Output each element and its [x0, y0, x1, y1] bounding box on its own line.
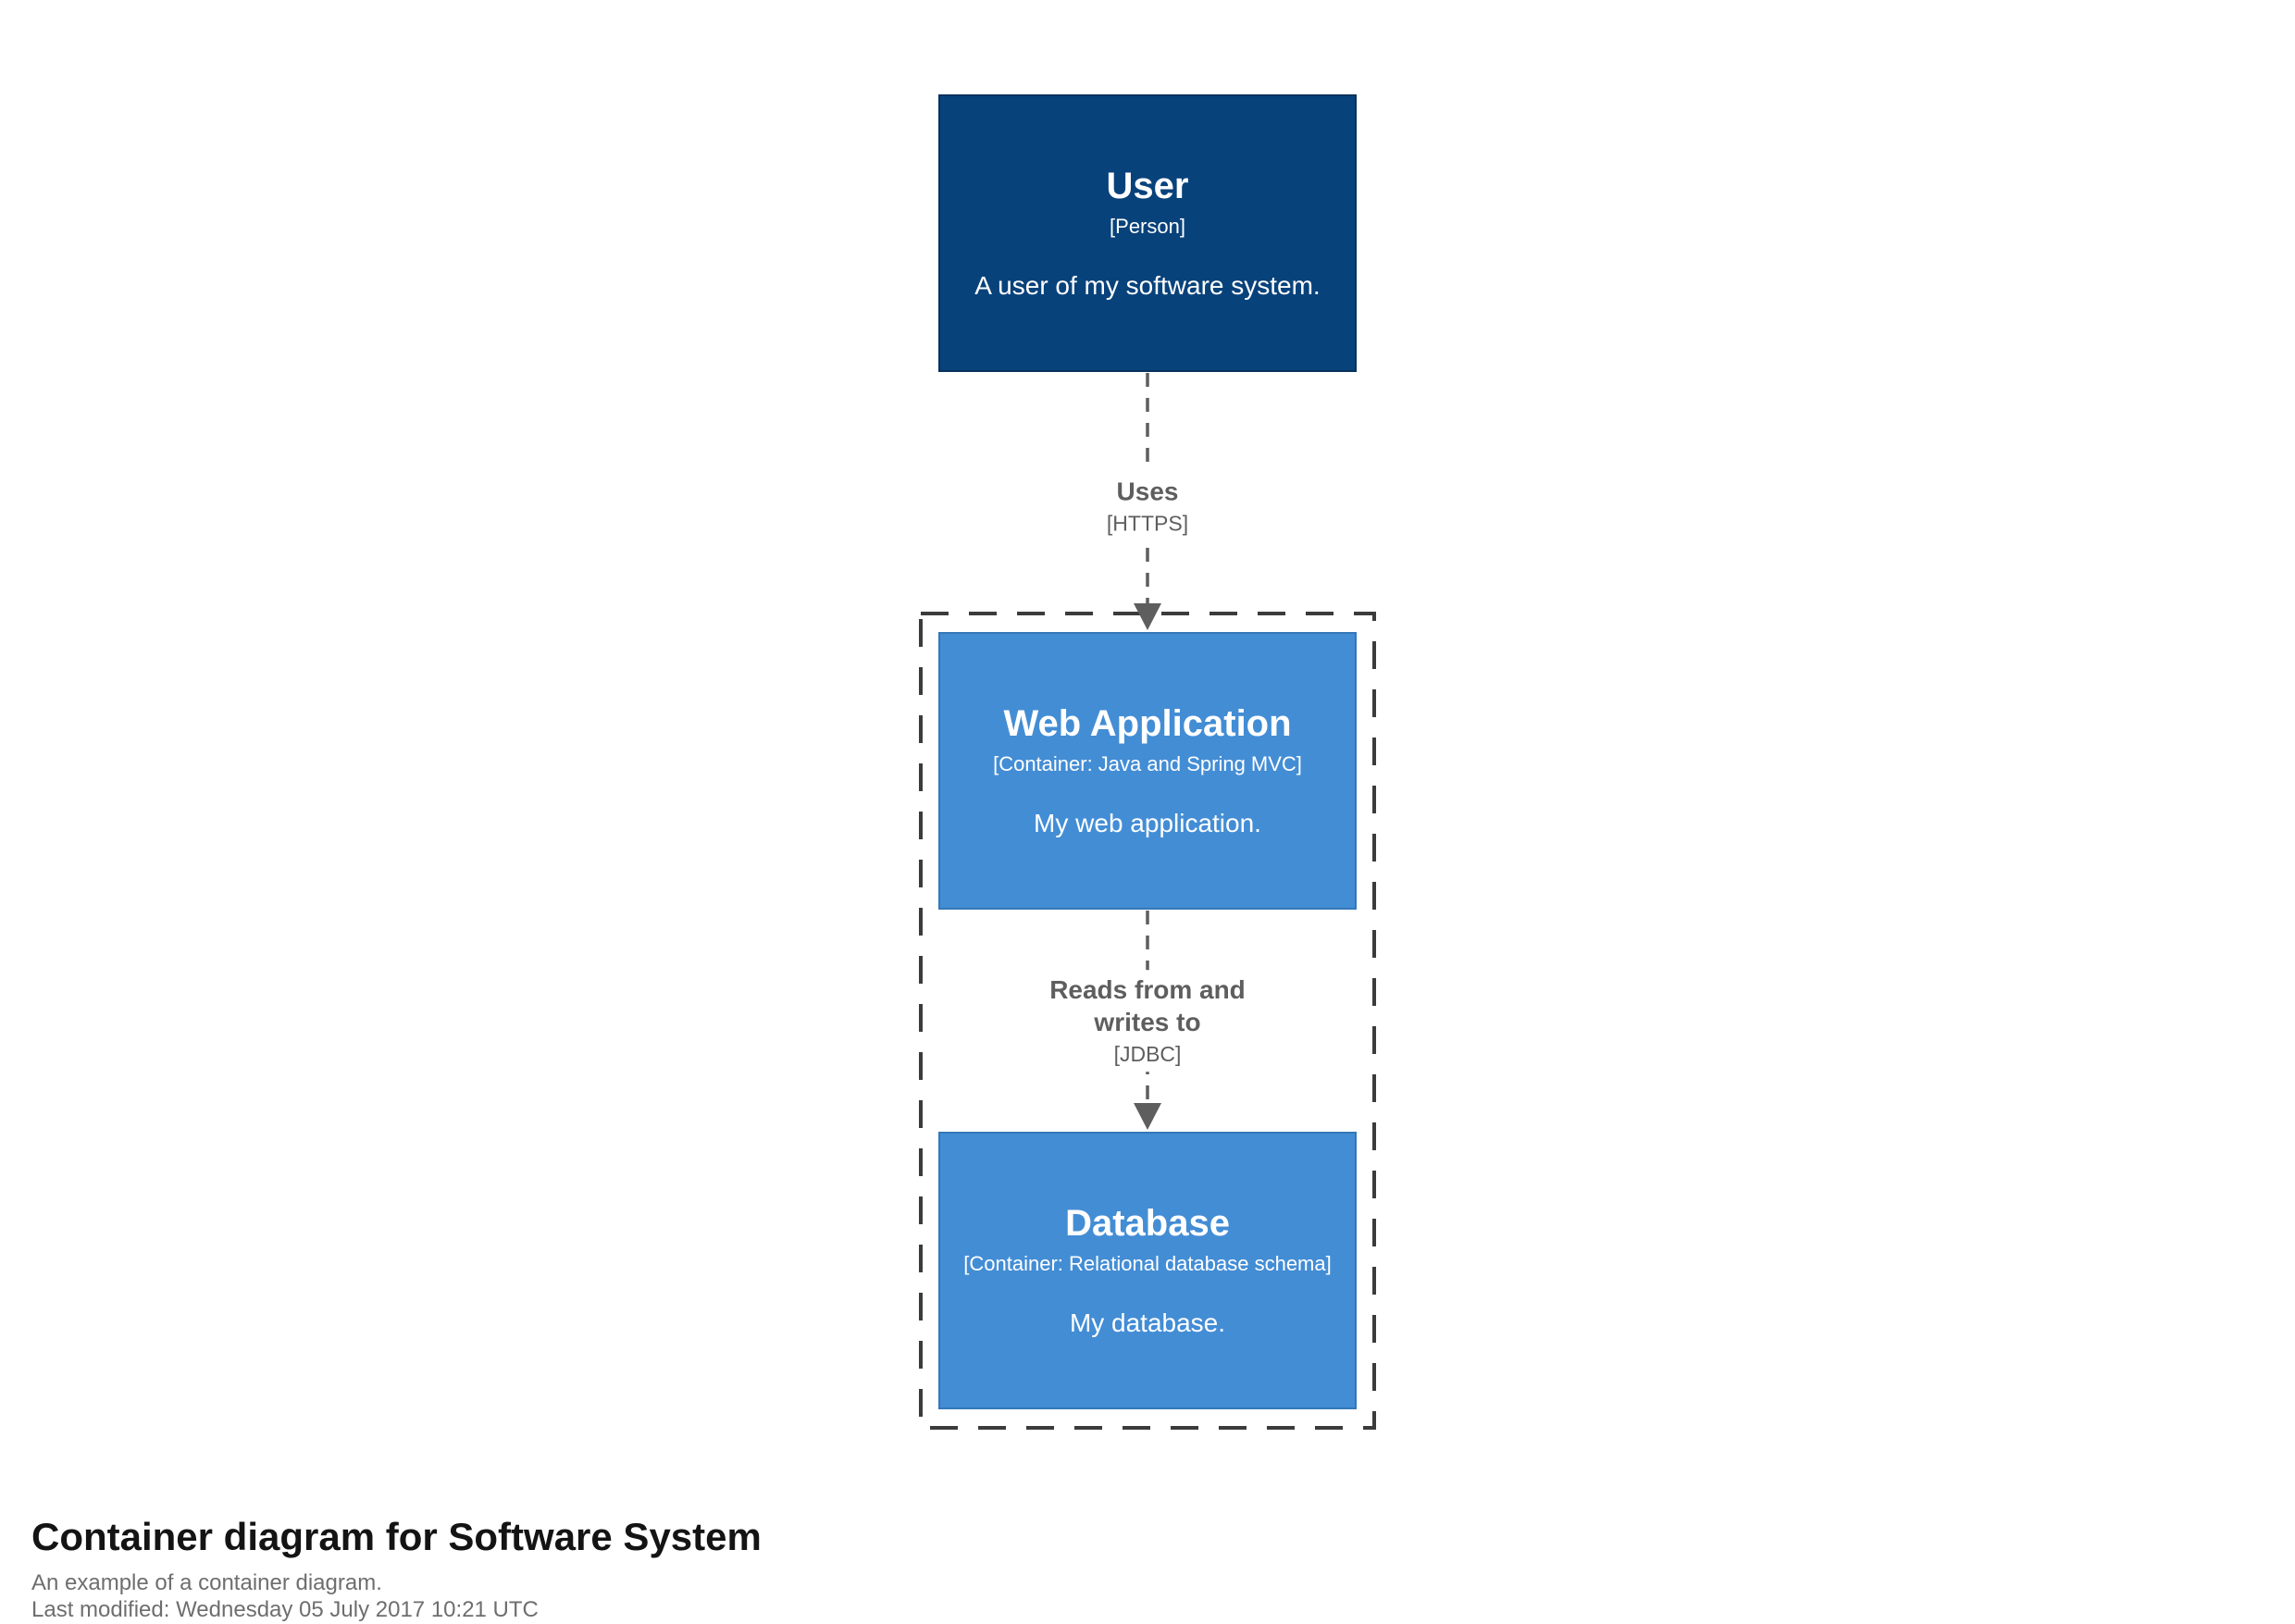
- diagram-description: An example of a container diagram.: [31, 1570, 382, 1596]
- relationship-metadata: [JDBC]: [1113, 1042, 1182, 1067]
- element-description: My database.: [1069, 1308, 1226, 1337]
- element-name: Web Application: [1003, 703, 1292, 745]
- relationship-label-reads-writes: Reads from and writes to [JDBC]: [1027, 970, 1268, 1072]
- element-name: Database: [1065, 1203, 1230, 1245]
- element-description: My web application.: [1034, 808, 1261, 837]
- element-metadata: [Container: Relational database schema]: [963, 1252, 1332, 1276]
- relationship-name: Uses: [1116, 477, 1179, 506]
- element-description: A user of my software system.: [974, 270, 1321, 300]
- diagram-last-modified: Last modified: Wednesday 05 July 2017 10…: [31, 1597, 539, 1623]
- diagram-title: Container diagram for Software System: [31, 1515, 762, 1558]
- relationship-metadata: [HTTPS]: [1106, 511, 1189, 536]
- element-web-application[interactable]: Web Application [Container: Java and Spr…: [938, 632, 1357, 910]
- relationship-name: Reads from and writes to: [1049, 975, 1246, 1037]
- arrowhead-down-icon: [1134, 603, 1161, 630]
- element-metadata: [Container: Java and Spring MVC]: [993, 752, 1302, 776]
- element-user[interactable]: User [Person] A user of my software syst…: [938, 94, 1357, 372]
- element-database[interactable]: Database [Container: Relational database…: [938, 1132, 1357, 1409]
- diagram-footer: Container diagram for Software System An…: [31, 1515, 762, 1624]
- relationship-label-uses: Uses [HTTPS]: [1097, 471, 1198, 541]
- element-metadata: [Person]: [1110, 215, 1185, 239]
- element-name: User: [1106, 166, 1189, 207]
- software-system-boundary: [919, 612, 1376, 1430]
- arrowhead-down-icon: [1134, 1103, 1161, 1130]
